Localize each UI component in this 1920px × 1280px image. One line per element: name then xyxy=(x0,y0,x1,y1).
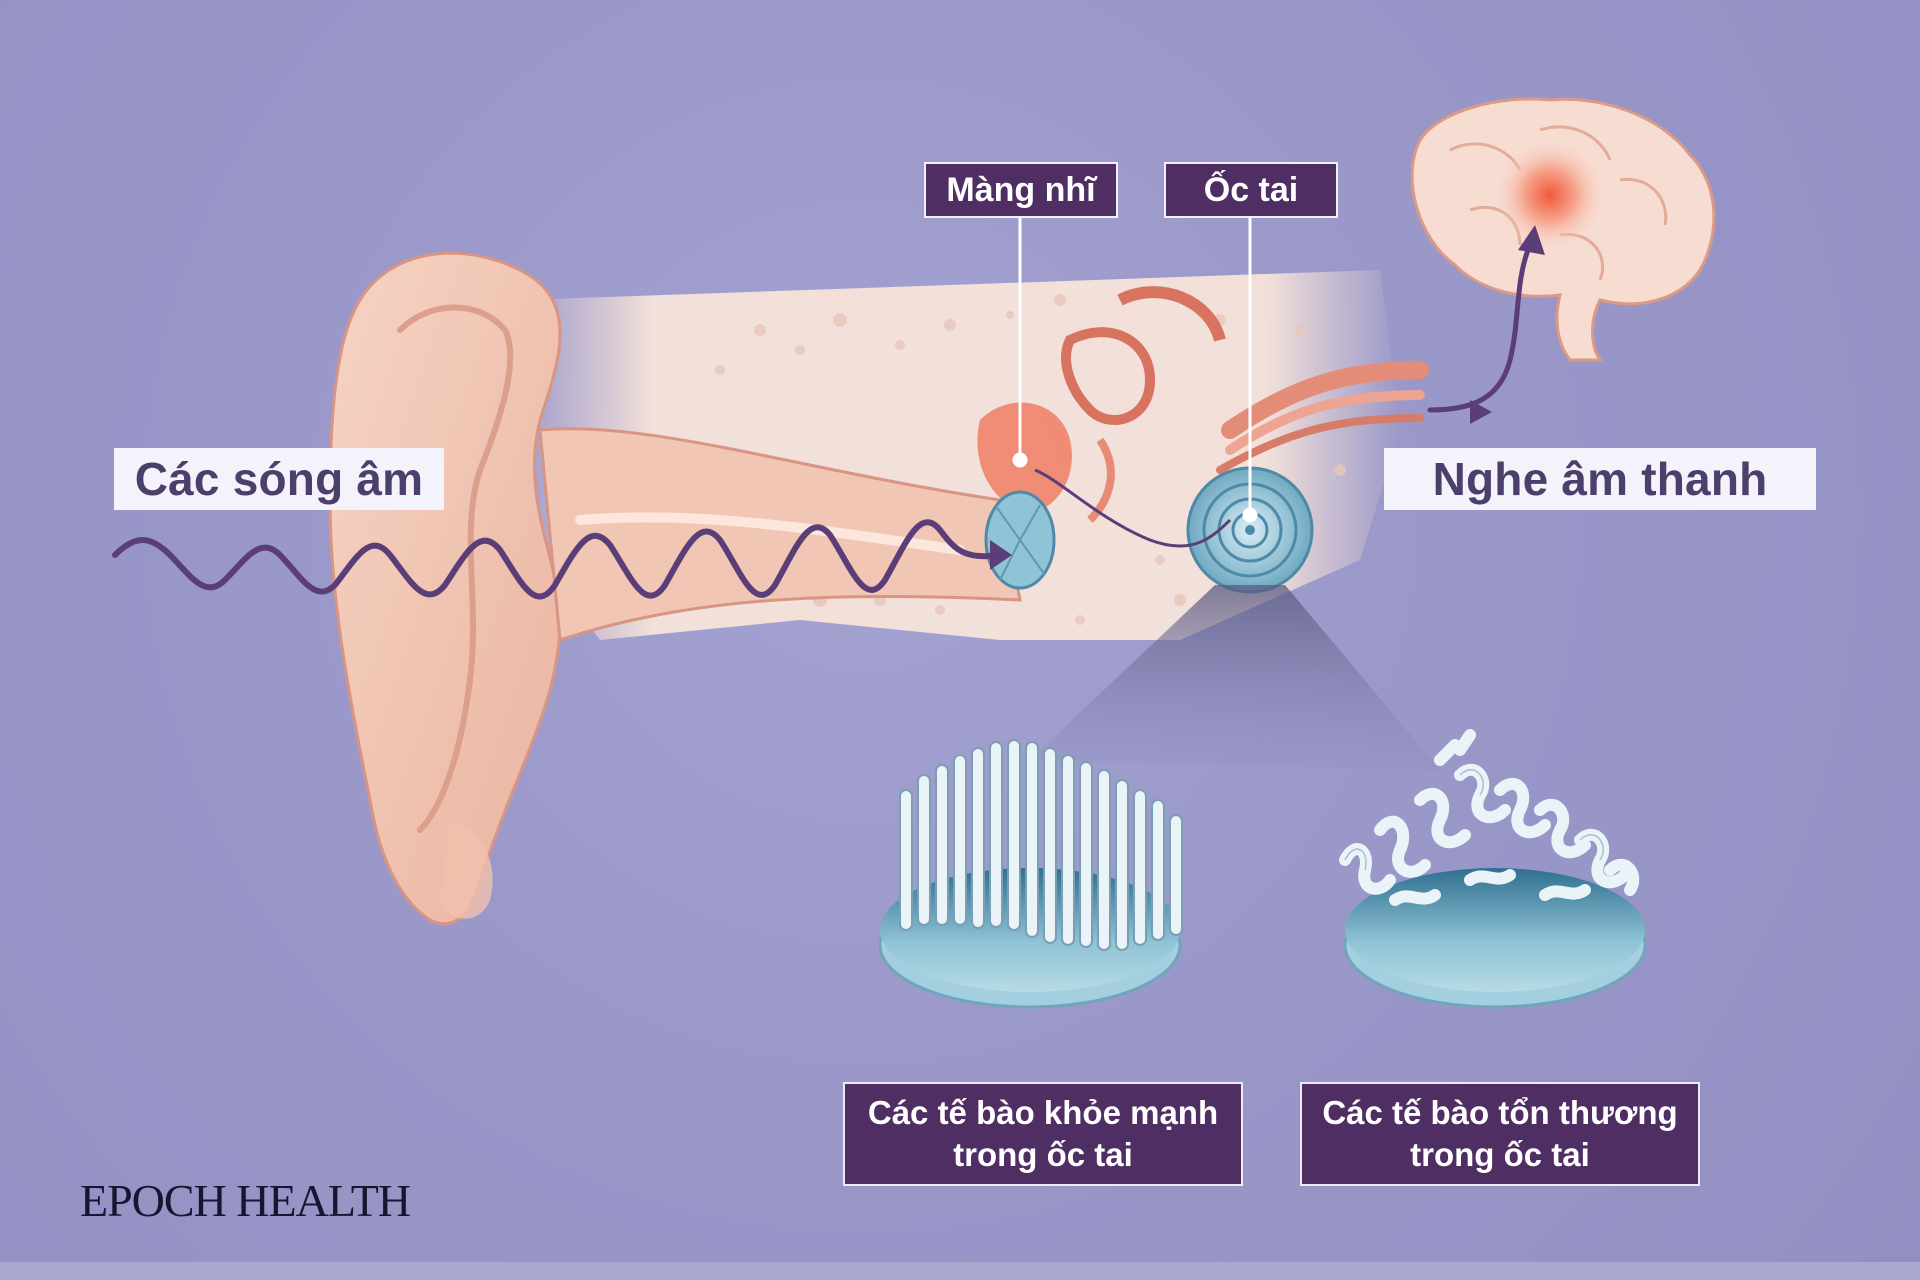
healthy-hair-cells xyxy=(880,740,1182,1007)
healthy-cells-line1: Các tế bào khỏe mạnh xyxy=(868,1092,1218,1134)
damaged-cells-caption: Các tế bào tổn thương trong ốc tai xyxy=(1300,1082,1700,1186)
healthy-cells-caption: Các tế bào khỏe mạnh trong ốc tai xyxy=(843,1082,1243,1186)
hearing-sound-label: Nghe âm thanh xyxy=(1384,448,1816,510)
damaged-cells-line1: Các tế bào tổn thương xyxy=(1322,1092,1677,1134)
signal-arrowhead-out xyxy=(1470,400,1492,424)
cochlea-text: Ốc tai xyxy=(1204,171,1298,210)
healthy-cells-line2: trong ốc tai xyxy=(953,1134,1133,1176)
damaged-hair-cells xyxy=(1345,735,1645,1007)
cochlea-label: Ốc tai xyxy=(1164,162,1338,218)
sound-waves-text: Các sóng âm xyxy=(135,452,424,506)
bottom-strip xyxy=(0,1262,1920,1280)
epoch-health-logo: EPOCH HEALTH xyxy=(80,1174,410,1227)
brain xyxy=(1412,99,1714,360)
eardrum-label: Màng nhĩ xyxy=(924,162,1118,218)
damaged-cells-line2: trong ốc tai xyxy=(1410,1134,1590,1176)
hearing-sound-text: Nghe âm thanh xyxy=(1433,452,1768,506)
sound-waves-label: Các sóng âm xyxy=(114,448,444,510)
eardrum-text: Màng nhĩ xyxy=(946,171,1095,210)
